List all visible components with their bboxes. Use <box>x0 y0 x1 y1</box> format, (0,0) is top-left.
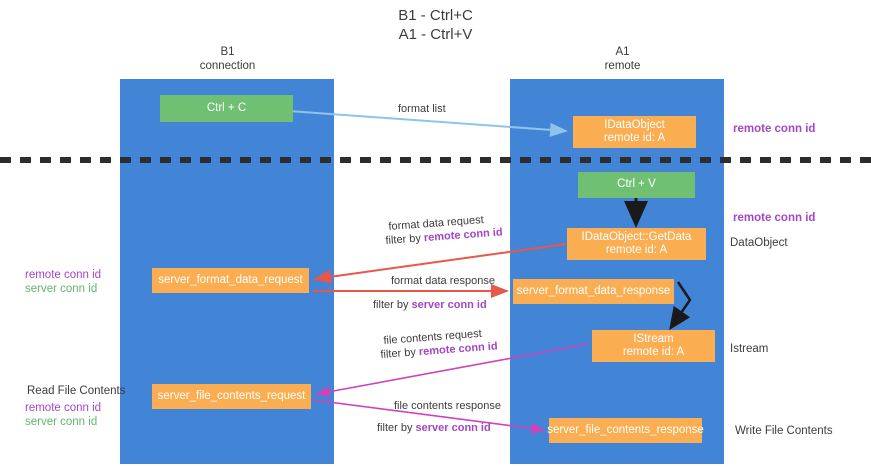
annotation-left-server-conn-id-2: server conn id <box>25 416 98 428</box>
node-server-file-contents-response[interactable]: server_file_contents_response <box>547 418 704 443</box>
page-title-line-2: A1 - Ctrl+V <box>398 26 473 43</box>
annotation-read-file-contents: Read File Contents <box>27 385 126 397</box>
annotation-write-file-contents: Write File Contents <box>735 425 833 437</box>
lane-header-b1-title: B1 <box>220 46 235 58</box>
lane-header-a1-subtitle: remote <box>604 60 641 72</box>
annotation-left-remote-conn-id-1: remote conn id <box>25 269 102 281</box>
node-server-file-contents-response-label: server_file_contents_response <box>547 423 704 436</box>
node-server-format-data-response[interactable]: server_format_data_response <box>513 279 674 304</box>
annotation-istream: Istream <box>730 343 769 355</box>
node-server-format-data-response-label: server_format_data_response <box>516 284 671 297</box>
lane-header-b1-subtitle: connection <box>199 60 256 72</box>
node-server-format-data-request-label: server_format_data_request <box>158 273 303 286</box>
annotation-left-conn-ids-bottom: remote conn id server conn id <box>25 401 101 429</box>
node-istream-label: IStream <box>633 332 674 345</box>
page-title: B1 - Ctrl+C A1 - Ctrl+V <box>0 6 871 44</box>
filter-prefix: filter by <box>377 422 416 434</box>
node-idataobject[interactable]: IDataObject remote id: A <box>573 116 696 148</box>
node-ctrl-v-label: Ctrl + V <box>617 178 656 191</box>
arrow-label-file-contents-response-filter: filter by server conn id <box>377 421 491 435</box>
annotation-dataobject: DataObject <box>730 237 788 249</box>
annotation-left-conn-ids-top: remote conn id server conn id <box>25 268 101 296</box>
node-server-file-contents-request-label: server_file_contents_request <box>157 389 306 402</box>
arrow-label-file-contents-response: file contents response <box>394 400 502 412</box>
filter-value-server-conn-id: server conn id <box>415 422 491 434</box>
arrow-label-format-data-response: format data response <box>391 275 495 287</box>
node-idataobject-getdata[interactable]: IDataObject::GetData remote id: A <box>567 228 706 260</box>
filter-prefix: filter by <box>380 346 420 361</box>
node-istream[interactable]: IStream remote id: A <box>592 330 715 362</box>
node-ctrl-c[interactable]: Ctrl + C <box>160 95 293 122</box>
lane-header-b1: B1 connection <box>150 45 305 73</box>
node-server-format-data-request[interactable]: server_format_data_request <box>152 268 309 293</box>
filter-value-server-conn-id: server conn id <box>411 299 487 311</box>
filter-prefix: filter by <box>373 299 412 311</box>
node-getdata-label: IDataObject::GetData <box>581 230 692 243</box>
node-ctrl-v[interactable]: Ctrl + V <box>578 172 695 198</box>
annotation-left-server-conn-id-1: server conn id <box>25 283 98 295</box>
annotation-left-remote-conn-id-2: remote conn id <box>25 402 102 414</box>
node-getdata-sublabel: remote id: A <box>605 244 668 256</box>
node-idataobject-label: IDataObject <box>604 118 665 131</box>
node-idataobject-sublabel: remote id: A <box>603 132 666 144</box>
node-server-file-contents-request[interactable]: server_file_contents_request <box>152 384 311 409</box>
filter-prefix: filter by <box>385 232 425 247</box>
page-title-line-1: B1 - Ctrl+C <box>398 7 473 24</box>
annotation-right-remote-conn-id-top: remote conn id <box>733 123 816 135</box>
arrow-label-format-data-response-filter: filter by server conn id <box>373 298 487 312</box>
lane-header-a1: A1 remote <box>545 45 700 73</box>
lane-header-a1-title: A1 <box>615 46 630 58</box>
node-istream-sublabel: remote id: A <box>622 346 685 358</box>
annotation-right-remote-conn-id-mid: remote conn id <box>733 212 816 224</box>
arrow-label-format-list: format list <box>398 103 446 115</box>
node-ctrl-c-label: Ctrl + C <box>206 101 247 114</box>
